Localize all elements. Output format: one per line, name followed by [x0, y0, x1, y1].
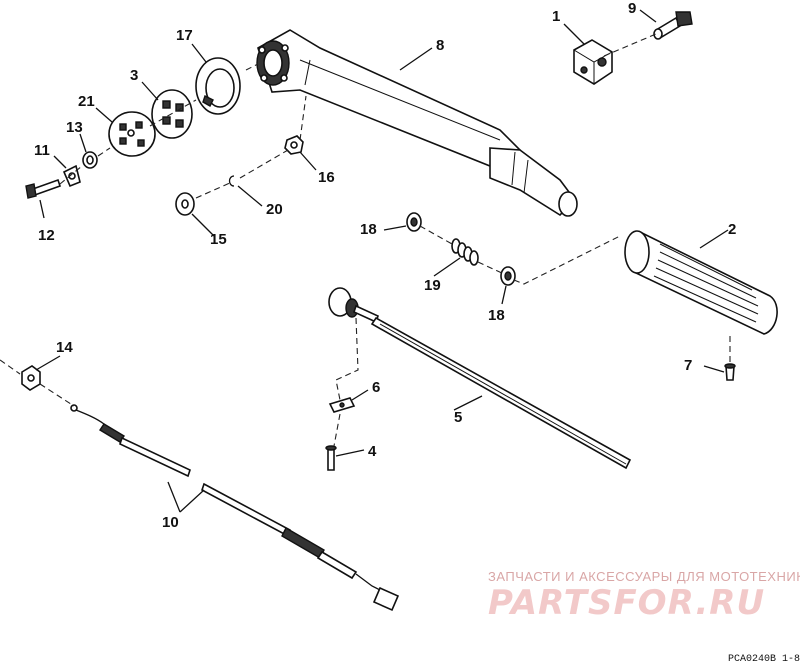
bracket-block-part	[573, 39, 613, 85]
label-part-6: 6	[372, 379, 380, 396]
label-part-8: 8	[436, 37, 444, 54]
footer: PCA0240B 1-86	[728, 654, 800, 664]
part-labels: 1 9 8 17 3 21 13 11 12 16 20 15 18 19 18…	[34, 0, 736, 531]
washer-18-lower-part	[500, 266, 516, 286]
leader-lines	[35, 9, 729, 513]
clip-part	[228, 175, 235, 187]
label-part-10: 10	[162, 514, 179, 531]
assembly-lines	[0, 33, 731, 447]
plate-part	[328, 397, 356, 413]
watermark-logo: PARTSFOR.RU	[488, 583, 765, 623]
label-part-15: 15	[210, 231, 227, 248]
washer-18-upper-part	[406, 212, 422, 232]
screw-part	[653, 11, 693, 40]
label-part-20: 20	[266, 201, 283, 218]
washer-small-part	[82, 151, 98, 169]
label-part-4: 4	[368, 443, 377, 460]
cable-nut-part	[21, 365, 41, 391]
label-part-5: 5	[454, 409, 462, 426]
tiller-arm-part	[256, 29, 578, 217]
label-part-14: 14	[56, 339, 73, 356]
grip-screw-part	[724, 363, 736, 381]
label-part-21: 21	[78, 93, 95, 110]
label-part-18-lower: 18	[488, 307, 505, 324]
label-part-9: 9	[628, 0, 636, 17]
label-part-19: 19	[424, 277, 441, 294]
throttle-grip-part	[624, 230, 778, 335]
label-part-13: 13	[66, 119, 83, 136]
spring-part	[451, 238, 479, 266]
throttle-cable-part	[70, 404, 400, 612]
label-part-12: 12	[38, 227, 55, 244]
label-part-16: 16	[318, 169, 335, 186]
watermark: ЗАПЧАСТИ И АКСЕССУАРЫ ДЛЯ МОТОТЕХНИКИ PA…	[488, 569, 800, 623]
drawing-code: PCA0240B	[728, 654, 776, 664]
drawing-date: 1-86	[782, 654, 800, 664]
nut-part	[284, 135, 304, 155]
label-part-7: 7	[684, 357, 692, 374]
watermark-tagline: ЗАПЧАСТИ И АКСЕССУАРЫ ДЛЯ МОТОТЕХНИКИ	[488, 569, 800, 584]
label-part-18-upper: 18	[360, 221, 377, 238]
label-part-11: 11	[34, 142, 50, 159]
plate-screw-part	[325, 445, 337, 471]
washer-large-part	[175, 192, 195, 216]
label-part-2: 2	[728, 221, 736, 238]
label-part-3: 3	[130, 67, 138, 84]
label-part-17: 17	[176, 27, 193, 44]
throttle-shaft-part	[328, 287, 632, 470]
disc-part	[108, 111, 156, 157]
label-part-1: 1	[552, 8, 560, 25]
bolt-part	[25, 178, 62, 199]
lock-ring-part	[195, 57, 241, 115]
